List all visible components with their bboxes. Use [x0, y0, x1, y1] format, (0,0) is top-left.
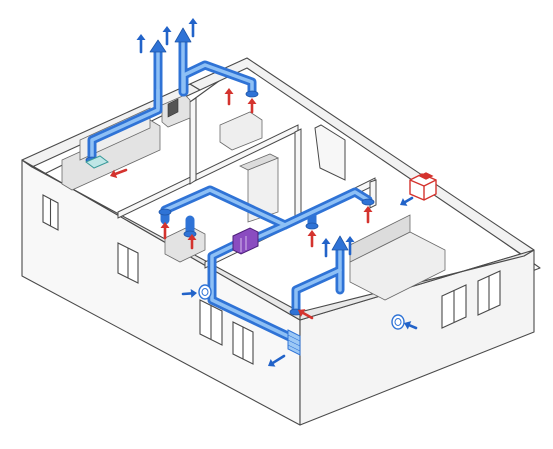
- heat-recovery-unit: [232, 227, 259, 255]
- extract-arrow-bath-1: [224, 88, 234, 106]
- supply-arrow-2: [345, 236, 355, 256]
- intake-cap: [331, 235, 349, 251]
- partition-corridor: [294, 128, 302, 219]
- windows: [42, 194, 501, 365]
- exhaust-arrow-1: [136, 34, 146, 54]
- partition-bath: [189, 97, 197, 185]
- wall-inlet-left: [198, 284, 212, 300]
- exhaust-arrow-3: [188, 18, 198, 38]
- window-2: [117, 242, 139, 284]
- inlet-arrow-left: [181, 288, 197, 298]
- extract-arrow-hall: [307, 230, 317, 248]
- extract-arrow-bath-2: [247, 98, 257, 114]
- extract-arrow-kitchen: [110, 168, 128, 179]
- roof-cap-right: [174, 27, 192, 43]
- exhaust-arrow-2: [162, 26, 172, 46]
- kitchen-hood: [85, 155, 109, 169]
- airflow-arrows: [110, 18, 418, 367]
- building-shell: [21, 57, 541, 426]
- partition-closet: [314, 124, 346, 181]
- bath-extract-box: [167, 98, 179, 118]
- supply-arrow-1: [321, 238, 331, 258]
- window-4: [232, 321, 254, 365]
- heater-arrow: [400, 196, 414, 206]
- window-1: [42, 194, 59, 231]
- outlet-arrow: [268, 354, 286, 367]
- outdoor-grille: [287, 329, 301, 356]
- window-3: [199, 299, 223, 346]
- partition-kitchen-hall: [117, 124, 299, 219]
- right-wall-rim: [299, 249, 535, 321]
- return-arrow: [298, 309, 314, 320]
- extract-arrow-room-2: [187, 234, 197, 250]
- extract-arrow-room-1: [160, 222, 170, 240]
- equipment: [85, 98, 437, 356]
- duct-network: [85, 27, 375, 345]
- wardrobe-side: [239, 153, 279, 171]
- wall-inlet-right: [391, 314, 405, 330]
- inlet-arrow-right: [404, 321, 418, 330]
- window-6: [477, 270, 501, 316]
- bath-tub: [219, 111, 263, 151]
- extract-arrow-living: [363, 206, 373, 224]
- window-5: [441, 284, 467, 329]
- roof-cap-left: [149, 39, 167, 53]
- heater-box: [409, 172, 437, 201]
